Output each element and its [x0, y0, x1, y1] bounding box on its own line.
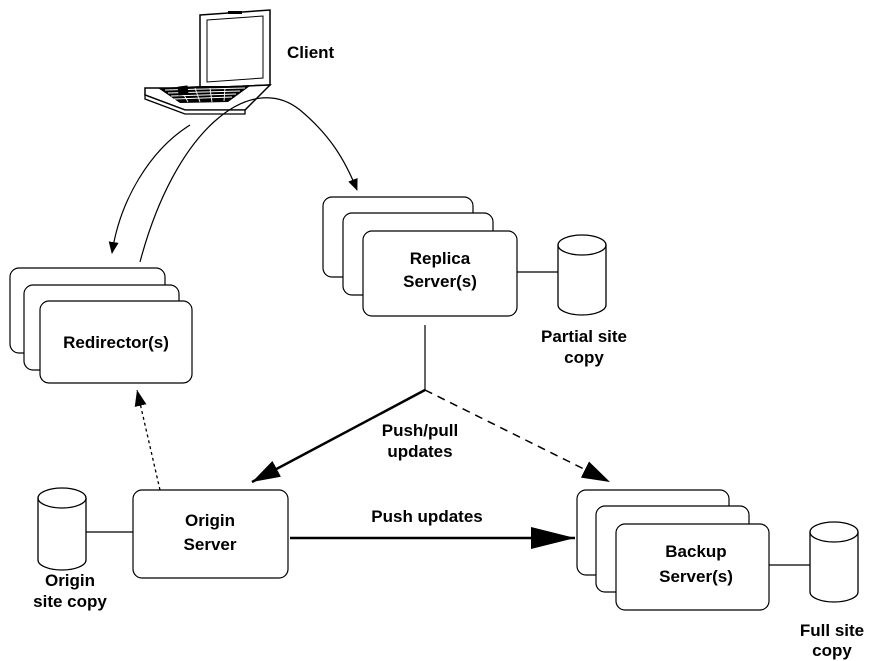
push-updates-label: Push updates [371, 507, 482, 526]
backup-server-node: Backup Server(s) [576, 489, 770, 611]
push-pull-to-origin-arrow [251, 388, 426, 484]
push-pull-label-line1: Push/pull [382, 421, 459, 440]
full-copy-label-line1: Full site [800, 621, 864, 640]
origin-copy-label-line2: site copy [33, 592, 107, 611]
full-copy-label-line2: copy [812, 641, 852, 660]
redirector-to-replica-arrow [139, 97, 358, 263]
push-pull-to-backup-arrow [424, 389, 611, 483]
replica-label-line2: Server(s) [403, 272, 477, 291]
origin-label-line2: Server [184, 535, 237, 554]
backup-label-line1: Backup [665, 542, 726, 561]
partial-copy-label-line2: copy [564, 348, 604, 367]
origin-site-copy-database-icon [37, 487, 87, 571]
full-site-copy-database-icon [809, 521, 859, 603]
replica-label-line1: Replica [410, 249, 471, 268]
client-label: Client [287, 43, 335, 62]
client-to-redirector-arrow [108, 124, 191, 254]
partial-site-copy-database-icon [557, 234, 607, 316]
redirector-label: Redirector(s) [63, 333, 169, 352]
partial-copy-label-line1: Partial site [541, 327, 627, 346]
origin-label-line1: Origin [185, 511, 235, 530]
push-pull-label-line2: updates [387, 442, 452, 461]
backup-label-line2: Server(s) [659, 567, 733, 586]
redirector-node: Redirector(s) [9, 267, 193, 384]
origin-copy-label-line1: Origin [45, 571, 95, 590]
origin-server-node: Origin Server [132, 489, 289, 579]
replica-server-node: Replica Server(s) [322, 196, 518, 317]
origin-to-redirector-arrow [134, 389, 161, 491]
laptop-icon [144, 9, 272, 115]
